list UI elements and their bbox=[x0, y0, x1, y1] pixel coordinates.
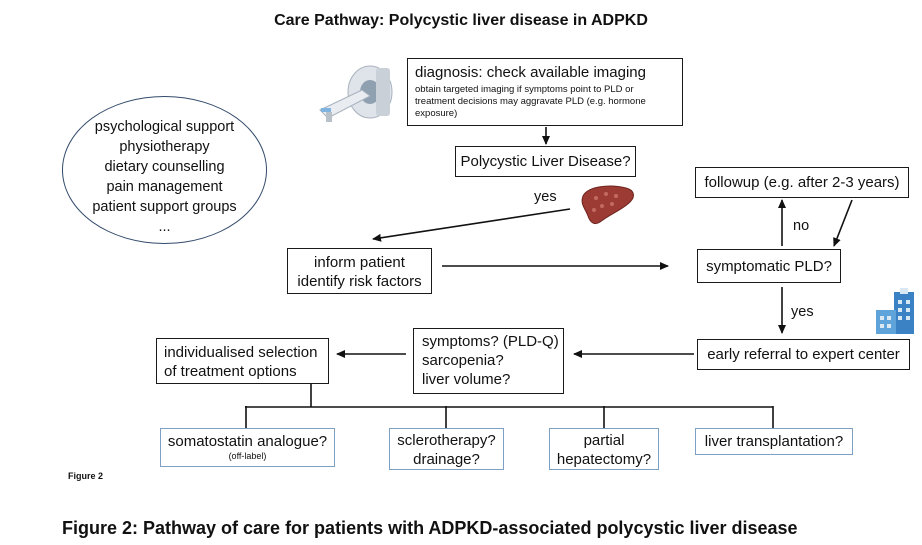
option-somatostatin: somatostatin analogue? (off-label) bbox=[160, 428, 335, 467]
diagnosis-title: diagnosis: check available imaging bbox=[415, 64, 646, 81]
diagnosis-note: obtain targeted imaging if symptoms poin… bbox=[415, 84, 646, 119]
diagnosis-box: diagnosis: check available imaging obtai… bbox=[407, 58, 683, 126]
figure-label: Figure 2 bbox=[68, 471, 104, 481]
figure-caption: Figure 2: Pathway of care for patients w… bbox=[62, 518, 798, 538]
symptoms-line-1: symptoms? (PLD-Q) bbox=[422, 333, 559, 350]
edge-label-yes-right: yes bbox=[791, 304, 814, 320]
option-liver-transplantation: liver transplantation? bbox=[695, 428, 853, 455]
referral-box: early referral to expert center bbox=[697, 339, 910, 370]
oval-item: physiotherapy bbox=[119, 139, 210, 155]
diagram-title: Care Pathway: Polycystic liver disease i… bbox=[274, 12, 648, 29]
oval-item: pain management bbox=[106, 179, 223, 195]
pld-question-box: Polycystic Liver Disease? bbox=[455, 146, 636, 177]
somatostatin-text: somatostatin analogue? bbox=[167, 433, 328, 450]
selection-line-1: individualised selection bbox=[164, 344, 318, 361]
oval-item: patient support groups bbox=[92, 199, 237, 215]
inform-patient-box: inform patient identify risk factors bbox=[287, 248, 432, 294]
supportive-care-oval: psychological support physiotherapy diet… bbox=[62, 96, 267, 244]
symptoms-line-3: liver volume? bbox=[422, 371, 511, 388]
option-partial-hepatectomy: partial hepatectomy? bbox=[549, 428, 659, 470]
oval-item: ... bbox=[158, 219, 171, 235]
symptoms-box: symptoms? (PLD-Q) sarcopenia? liver volu… bbox=[413, 328, 564, 394]
symptoms-line-2: sarcopenia? bbox=[422, 352, 504, 369]
option-sclerotherapy: sclerotherapy? drainage? bbox=[389, 428, 504, 470]
sclero-line-1: sclerotherapy? bbox=[397, 432, 496, 449]
edge-label-no: no bbox=[793, 218, 810, 234]
transplant-text: liver transplantation? bbox=[704, 433, 844, 450]
arrow-followup-to-symptomatic bbox=[833, 199, 853, 247]
oval-item: psychological support bbox=[94, 119, 235, 135]
hospital-icon bbox=[876, 288, 914, 334]
oval-item: dietary counselling bbox=[104, 159, 225, 175]
treatment-selection-box: individualised selection of treatment op… bbox=[156, 338, 329, 384]
symptomatic-text: symptomatic PLD? bbox=[706, 258, 832, 275]
sclero-line-2: drainage? bbox=[413, 451, 480, 468]
followup-box: followup (e.g. after 2-3 years) bbox=[695, 167, 909, 198]
followup-text: followup (e.g. after 2-3 years) bbox=[704, 174, 900, 191]
arrow-pld-to-inform bbox=[372, 208, 571, 242]
partial-line-1: partial bbox=[583, 432, 625, 449]
edge-label-yes-top: yes bbox=[534, 189, 557, 205]
somatostatin-note: (off-label) bbox=[228, 451, 267, 461]
referral-text: early referral to expert center bbox=[707, 346, 900, 363]
pld-question-text: Polycystic Liver Disease? bbox=[460, 153, 631, 170]
inform-line-1: inform patient bbox=[314, 254, 405, 271]
liver-icon bbox=[581, 185, 634, 225]
partial-line-2: hepatectomy? bbox=[556, 451, 652, 468]
symptomatic-pld-box: symptomatic PLD? bbox=[697, 249, 841, 283]
inform-line-2: identify risk factors bbox=[297, 273, 422, 290]
mri-scanner-icon bbox=[319, 65, 393, 122]
selection-line-2: of treatment options bbox=[164, 363, 297, 380]
